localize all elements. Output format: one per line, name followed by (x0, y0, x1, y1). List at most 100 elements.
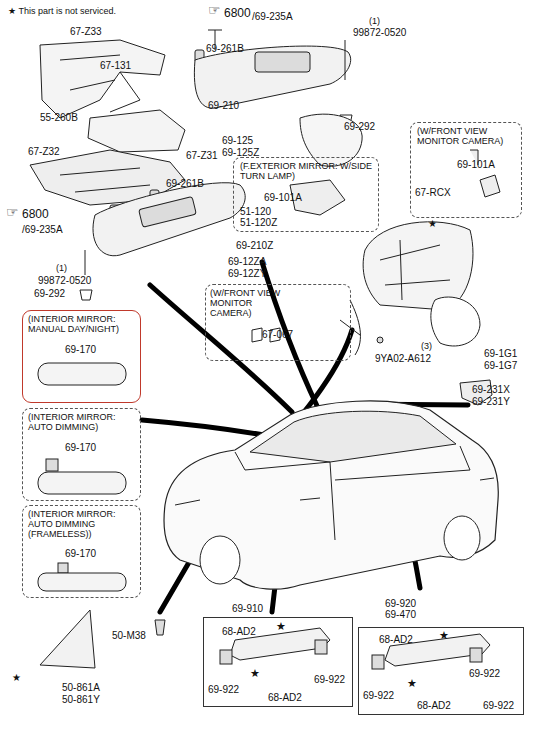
illustration-stroke (150, 285, 292, 412)
part-number: 69-170 (65, 344, 96, 355)
part-number: 69-170 (65, 442, 96, 453)
illustration-stroke (363, 222, 473, 310)
variant-box: (INTERIOR MIRROR: AUTO DIMMING (FRAMELES… (22, 505, 141, 598)
variant-box: (W/FRONT VIEW MONITOR CAMERA) 67-067 (205, 284, 351, 361)
part-number: 67-131 (100, 60, 131, 71)
part-number: 50-861Y (62, 694, 100, 705)
part-number: 67-Z33 (70, 26, 102, 37)
part-number: 68-AD2 (222, 626, 256, 637)
illustration-stroke (139, 196, 197, 227)
part-number: 68-AD2 (379, 634, 413, 645)
part-number: 67-067 (262, 329, 293, 340)
part-number: 67-Z32 (28, 146, 60, 157)
illustration-stroke (200, 536, 240, 584)
variant-heading: (W/FRONT VIEW MONITOR CAMERA) (210, 288, 292, 318)
variant-box: (F.EXTERIOR MIRROR: W/SIDE TURN LAMP) 69-… (233, 157, 379, 232)
part-number: 69-1G7 (484, 360, 517, 371)
parts-group-box: 69-91068-AD2★69-922★69-92268-AD2 (203, 617, 353, 707)
part-number: 67-Z31 (186, 150, 218, 161)
part-number: 69-210 (208, 100, 239, 111)
illustration-stroke (377, 337, 383, 343)
part-number: /69-235A (252, 11, 293, 22)
illustration-stroke (38, 573, 126, 591)
legend-note: ★ This part is not serviced. (8, 6, 116, 17)
variant-heading: (INTERIOR MIRROR: MANUAL DAY/NIGHT) (28, 314, 136, 334)
illustration-stroke (155, 620, 165, 635)
part-number: 68-AD2 (268, 692, 302, 703)
part-number: 69-210Z (236, 240, 273, 251)
part-number: 69-125Z (222, 147, 259, 158)
not-serviced-star: ★ (276, 621, 286, 632)
illustration-stroke (470, 150, 500, 197)
illustration-stroke (46, 459, 58, 471)
part-number: 50-861A (62, 682, 100, 693)
illustration-stroke (444, 516, 480, 560)
part-number: 99872-0520 (38, 275, 91, 286)
part-number: 6800 (22, 209, 49, 220)
part-number: ★ (428, 218, 437, 229)
illustration-stroke (255, 52, 310, 72)
illustration-stroke (315, 640, 327, 654)
illustration-stroke (40, 40, 165, 118)
not-serviced-star: ★ (407, 678, 417, 689)
illustration-stroke (164, 401, 498, 589)
part-number: 69-101A (264, 192, 302, 203)
illustration-stroke (93, 183, 245, 256)
variant-box: (W/FRONT VIEW MONITOR CAMERA) 69-101A 67-R… (410, 122, 522, 218)
not-serviced-star: ★ (250, 668, 260, 679)
part-number: 50-M38 (112, 630, 146, 641)
part-number: 55-260B (40, 112, 78, 123)
part-number: 9YA02-A612 (375, 353, 431, 364)
illustration-stroke (38, 363, 126, 385)
part-number: 69-101A (457, 159, 495, 170)
part-number: 69-292 (344, 121, 375, 132)
part-number: 69-922 (363, 690, 394, 701)
part-number: /69-235A (22, 224, 63, 235)
illustration-stroke (60, 55, 140, 112)
illustration-stroke (175, 478, 494, 505)
illustration-stroke (470, 648, 482, 662)
illustration-stroke (235, 446, 470, 540)
variant-heading: (F.EXTERIOR MIRROR: W/SIDE TURN LAMP) (240, 161, 372, 181)
variant-box: (INTERIOR MIRROR: MANUAL DAY/NIGHT) 69-17… (22, 310, 141, 403)
parts-group-box: 69-920 69-47068-AD2★69-922★69-92268-AD26… (358, 627, 524, 715)
variant-heading: (INTERIOR MIRROR: AUTO DIMMING (FRAMELES… (28, 509, 128, 539)
part-number: 69-231Y (472, 396, 510, 407)
part-number: 69-231X (472, 384, 510, 395)
part-number: 69-922 (314, 674, 345, 685)
part-number: 69-920 69-470 (385, 598, 425, 620)
part-number: 51-120 51-120Z (240, 206, 284, 228)
illustration-stroke (58, 563, 68, 573)
part-number: 67-RCX (415, 187, 451, 198)
illustration-stroke (250, 411, 456, 462)
part-number: 69-1G1 (484, 348, 517, 359)
part-number: 99872-0520 (353, 27, 406, 38)
illustration-stroke (380, 240, 450, 300)
part-number: 69-12ZA (228, 256, 266, 267)
part-number: 69-910 (232, 603, 263, 614)
part-number: 69-261B (166, 178, 204, 189)
illustration-stroke (60, 168, 150, 192)
part-number: 69-170 (65, 548, 96, 559)
variant-box: (INTERIOR MIRROR: AUTO DIMMING) 69-170 (22, 408, 141, 501)
part-number: 69-922 (469, 668, 500, 679)
part-number: 69-292 (34, 288, 65, 299)
illustration-stroke (431, 297, 480, 346)
part-number: ☞ (6, 207, 19, 218)
part-number: (1) (56, 263, 67, 274)
variant-heading: (W/FRONT VIEW MONITOR CAMERA) (417, 126, 517, 146)
part-number: (1) (369, 16, 380, 27)
part-number: (3) (421, 341, 432, 352)
illustration-stroke (40, 610, 95, 668)
part-number: 69-922 (208, 684, 239, 695)
illustration-stroke (372, 655, 384, 669)
illustration-stroke (220, 650, 232, 664)
part-number: ☞ (208, 5, 221, 16)
part-number: 69-125 (222, 135, 253, 146)
part-number: 6800 (224, 8, 251, 19)
part-number: 69-261B (206, 43, 244, 54)
illustration-stroke (194, 46, 350, 108)
variant-heading: (INTERIOR MIRROR: AUTO DIMMING) (28, 412, 136, 432)
part-number: ★ (12, 672, 21, 683)
